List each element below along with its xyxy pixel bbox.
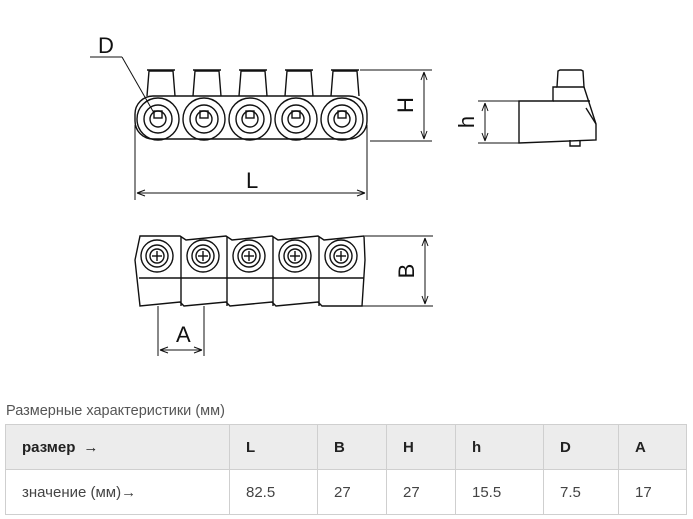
dimension-b — [362, 235, 433, 307]
dimension-d-leader — [90, 56, 155, 114]
label-b: B — [394, 264, 419, 279]
top-terminal-5 — [320, 69, 364, 141]
label-h-upper: H — [393, 97, 418, 113]
value-cell-l: 82.5 — [229, 469, 318, 515]
bottom-view — [134, 235, 366, 307]
bottom-screw-2 — [186, 239, 220, 273]
header-label-cell: размер → — [5, 424, 230, 470]
values-label: значение (мм) — [22, 483, 122, 501]
dimension-h-upper — [360, 69, 432, 142]
header-cell-d: D — [543, 424, 619, 470]
header-cell-h-upper: H — [386, 424, 456, 470]
value-cell-h-upper: 27 — [386, 469, 456, 515]
table-header-row: размер → L B H h D A — [5, 424, 687, 470]
header-cell-h-lower: h — [455, 424, 544, 470]
value-cell-b: 27 — [317, 469, 387, 515]
top-view-base — [134, 95, 368, 140]
top-terminal-2 — [182, 69, 226, 141]
bottom-screw-1 — [140, 239, 174, 273]
label-l: L — [246, 168, 258, 193]
label-d: D — [98, 33, 114, 58]
header-label: размер — [22, 438, 76, 456]
top-view — [134, 69, 368, 141]
bottom-screw-5 — [324, 239, 358, 273]
dimensions-table: размер → L B H h D A значение (мм)→ 82.5 … — [5, 424, 687, 515]
label-h-lower: h — [454, 116, 479, 128]
terminal-block-drawing: D L A H h B — [90, 33, 597, 356]
dimension-h-lower — [478, 100, 519, 144]
top-terminal-4 — [274, 69, 318, 141]
technical-drawing: D L A H h B — [90, 33, 597, 356]
header-cell-b: B — [317, 424, 387, 470]
label-a: A — [176, 322, 191, 347]
side-view — [518, 69, 597, 147]
arrow-right-icon: → — [121, 483, 137, 501]
table-caption: Размерные характеристики (мм) — [6, 403, 225, 419]
values-label-cell: значение (мм)→ — [5, 469, 230, 515]
value-cell-d: 7.5 — [543, 469, 619, 515]
header-cell-l: L — [229, 424, 318, 470]
header-cell-a: A — [618, 424, 687, 470]
dimension-l — [134, 125, 368, 200]
bottom-screw-3 — [232, 239, 266, 273]
arrow-right-icon: → — [83, 438, 99, 456]
table-values-row: значение (мм)→ 82.5 27 27 15.5 7.5 17 — [5, 469, 687, 515]
top-terminal-3 — [228, 69, 272, 141]
value-cell-h-lower: 15.5 — [455, 469, 544, 515]
bottom-screw-4 — [278, 239, 312, 273]
dimension-a — [157, 306, 205, 356]
value-cell-a: 17 — [618, 469, 687, 515]
top-terminal-1 — [136, 69, 180, 141]
